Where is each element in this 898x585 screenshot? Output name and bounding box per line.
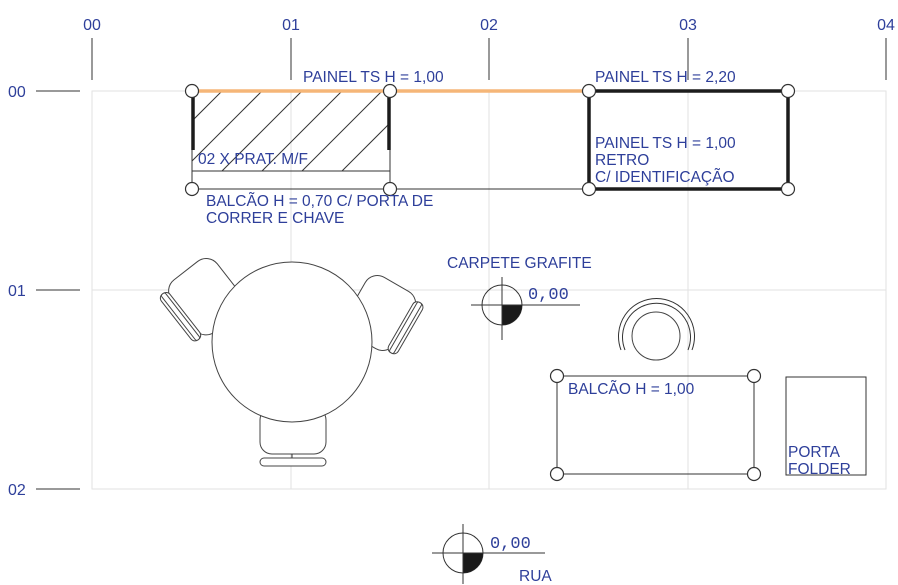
round-table-set	[159, 257, 424, 467]
label-painel-retro-line1: PAINEL TS H = 1,00	[595, 135, 736, 152]
porta-folder-box	[785, 376, 867, 476]
axis-row-02: 02	[8, 482, 26, 499]
column-axis-ticks	[91, 38, 887, 80]
shelf-hatching	[192, 91, 390, 171]
level-marker-street: 0,00 RUA	[432, 524, 552, 585]
level-value-inside: 0,00	[528, 286, 569, 305]
round-table	[211, 261, 373, 423]
node	[184, 83, 200, 99]
label-painel-retro-line2: RETRO	[595, 152, 649, 169]
label-carpete: CARPETE GRAFITE	[447, 255, 592, 272]
axis-row-00: 00	[8, 84, 26, 101]
node	[581, 181, 597, 197]
axis-row-01: 01	[8, 283, 26, 300]
node	[382, 181, 398, 197]
axis-col-03: 03	[679, 17, 697, 34]
label-painel-right: PAINEL TS H = 2,20	[595, 69, 736, 86]
label-porta-folder-line2: FOLDER	[788, 461, 851, 478]
label-painel-front: PAINEL TS H = 1,00	[303, 69, 444, 86]
node	[780, 83, 796, 99]
label-prateleira: 02 X PRAT. M/F	[198, 151, 308, 168]
level-symbol-fill	[502, 305, 522, 325]
level-marker-inside: 0,00	[471, 277, 580, 340]
label-porta-folder-line1: PORTA	[788, 444, 841, 461]
counter-bottom: BALCÃO H = 1,00	[549, 368, 762, 482]
row-axis-labels: 00 01 02	[8, 84, 26, 499]
counter-bottom-outline	[556, 375, 755, 475]
stool-seat	[631, 311, 681, 361]
porta-folder: PORTA FOLDER	[785, 376, 867, 478]
node	[184, 181, 200, 197]
label-rua: RUA	[519, 568, 552, 585]
label-balcao-top-line1: BALCÃO H = 0,70 C/ PORTA DE	[206, 193, 433, 210]
node	[746, 466, 762, 482]
axis-col-04: 04	[877, 17, 895, 34]
level-value-street: 0,00	[490, 535, 531, 554]
node	[746, 368, 762, 384]
node	[581, 83, 597, 99]
axis-col-00: 00	[83, 17, 101, 34]
axis-col-02: 02	[480, 17, 498, 34]
label-balcao-top-line2: CORRER E CHAVE	[206, 210, 344, 227]
node	[780, 181, 796, 197]
panel-nodes	[184, 83, 796, 197]
label-balcao-bottom: BALCÃO H = 1,00	[568, 381, 695, 398]
node	[549, 368, 565, 384]
level-symbol-fill	[463, 553, 483, 573]
row-axis-ticks	[36, 90, 80, 490]
stool	[618, 298, 695, 361]
panel-retro-box	[587, 89, 790, 191]
label-painel-retro-line3: C/ IDENTIFICAÇÃO	[595, 169, 735, 186]
node	[549, 466, 565, 482]
column-axis-labels: 00 01 02 03 04	[83, 17, 895, 34]
node	[382, 83, 398, 99]
axis-col-01: 01	[282, 17, 300, 34]
